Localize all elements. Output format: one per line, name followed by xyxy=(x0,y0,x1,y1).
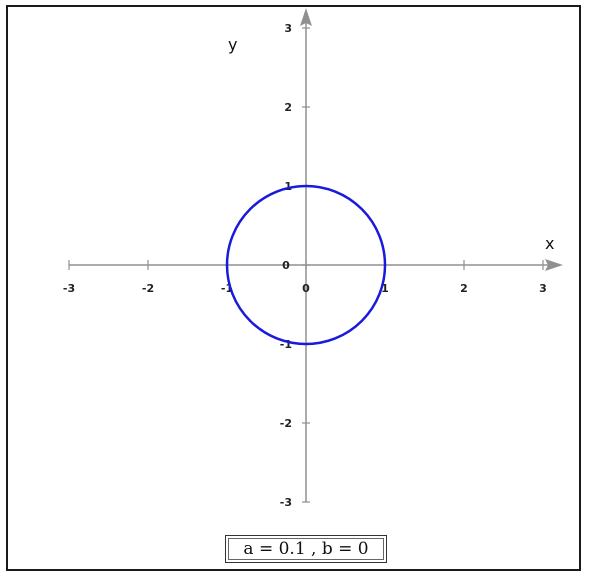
axes-group xyxy=(69,8,563,502)
y-axis-label: y xyxy=(228,35,237,54)
y-tick-label: -3 xyxy=(280,496,292,509)
curves-group xyxy=(225,184,387,346)
x-tick-label: 2 xyxy=(460,282,468,295)
y-tick-label: 1 xyxy=(284,180,292,193)
x-tick-label: 1 xyxy=(381,282,389,295)
y-tick-label: 2 xyxy=(284,101,292,114)
x-tick-label: -3 xyxy=(63,282,75,295)
origin-x-label: 0 xyxy=(302,282,310,295)
origin-y-label: 0 xyxy=(282,259,290,272)
plot-frame xyxy=(6,5,581,571)
y-tick-label: -2 xyxy=(280,417,292,430)
x-axis-label: x xyxy=(545,234,554,253)
y-tick-label: 3 xyxy=(284,22,292,35)
x-tick-label: 3 xyxy=(539,282,547,295)
parameter-label: a = 0.1 , b = 0 xyxy=(225,535,387,563)
x-tick-label: -2 xyxy=(142,282,154,295)
series-curve xyxy=(225,184,387,346)
y-axis-arrow xyxy=(300,8,312,26)
x-axis-arrow xyxy=(545,259,563,271)
